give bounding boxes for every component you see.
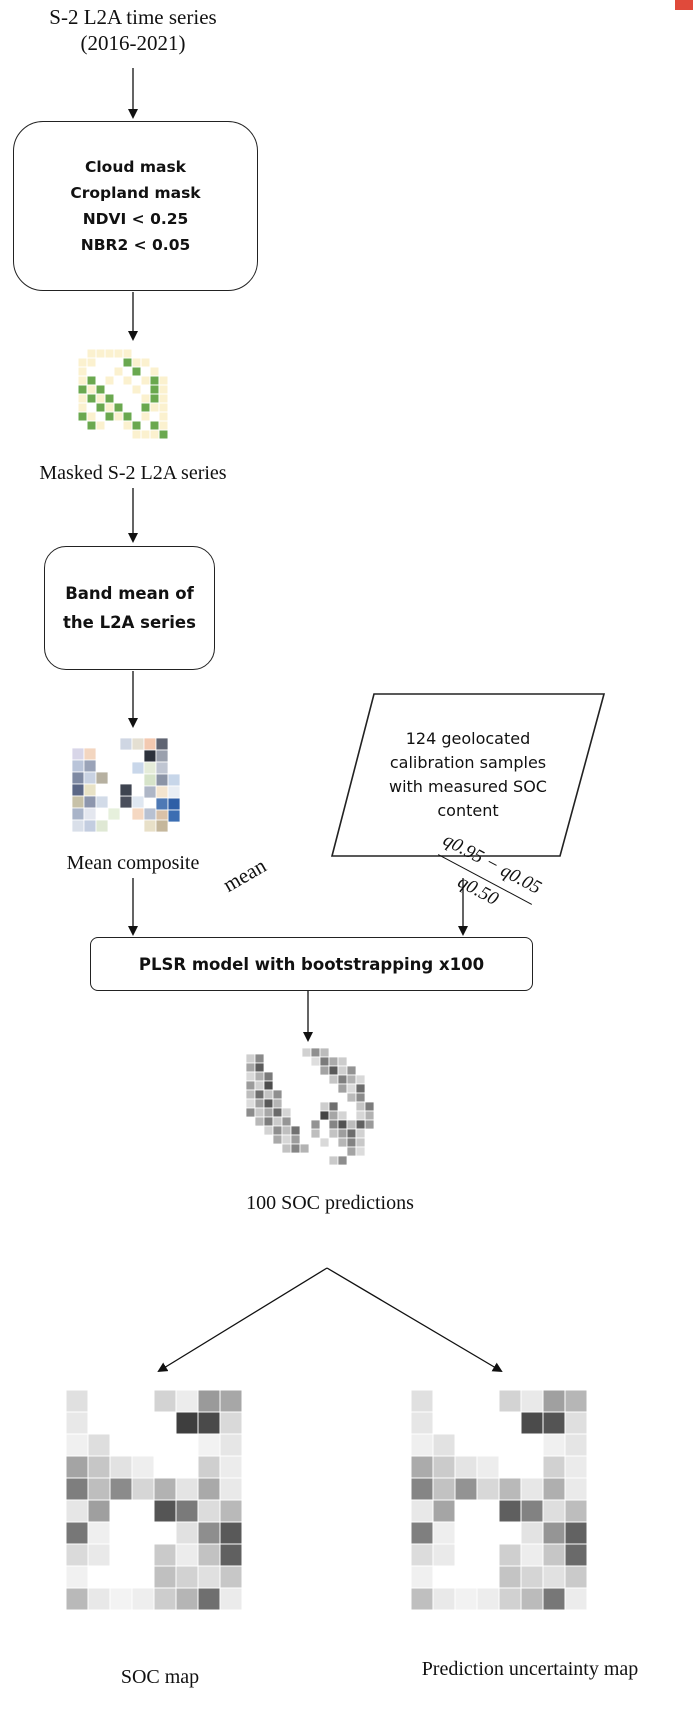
masked-series-thumbnail — [78, 348, 169, 440]
mask-ndvi: NDVI < 0.25 — [82, 210, 189, 228]
input-label: S-2 L2A time series (2016-2021) — [0, 4, 266, 56]
mean-composite-label: Mean composite — [66, 852, 200, 874]
input-line1: S-2 L2A time series — [49, 5, 217, 29]
corner-mark — [675, 0, 693, 10]
mask-cropland: Cropland mask — [70, 184, 201, 202]
uncertainty-map-thumbnail — [411, 1390, 587, 1611]
calibration-box: 124 geolocated calibration samples with … — [362, 727, 574, 823]
predictions-label: 100 SOC predictions — [246, 1192, 414, 1214]
mask-cloud: Cloud mask — [84, 158, 186, 176]
plsr-box: PLSR model with bootstrapping x100 — [90, 937, 533, 991]
calibration-line1: 124 geolocated — [405, 729, 531, 748]
mask-nbr2: NBR2 < 0.05 — [80, 236, 191, 254]
input-line2: (2016-2021) — [80, 31, 186, 55]
masked-series-label: Masked S-2 L2A series — [39, 462, 227, 484]
mask-box: Cloud mask Cropland mask NDVI < 0.25 NBR… — [13, 121, 258, 291]
soc-map-label: SOC map — [120, 1666, 200, 1688]
predictions-stack-thumbnail — [245, 1047, 375, 1166]
calibration-line4: content — [437, 801, 499, 820]
mean-composite-thumbnail — [72, 738, 180, 833]
band-mean-line1: Band mean of — [65, 584, 194, 603]
arrow-branch-mean — [157, 1267, 328, 1373]
calibration-shape — [330, 693, 606, 857]
calibration-line3: with measured SOC — [389, 777, 547, 796]
uncertainty-map-label: Prediction uncertainty map — [421, 1658, 639, 1680]
arrow-branch-uncertainty — [326, 1267, 503, 1373]
soc-map-thumbnail — [66, 1390, 242, 1611]
calibration-line2: calibration samples — [389, 753, 547, 772]
band-mean-box: Band mean of the L2A series — [44, 546, 215, 670]
band-mean-line2: the L2A series — [63, 613, 196, 632]
